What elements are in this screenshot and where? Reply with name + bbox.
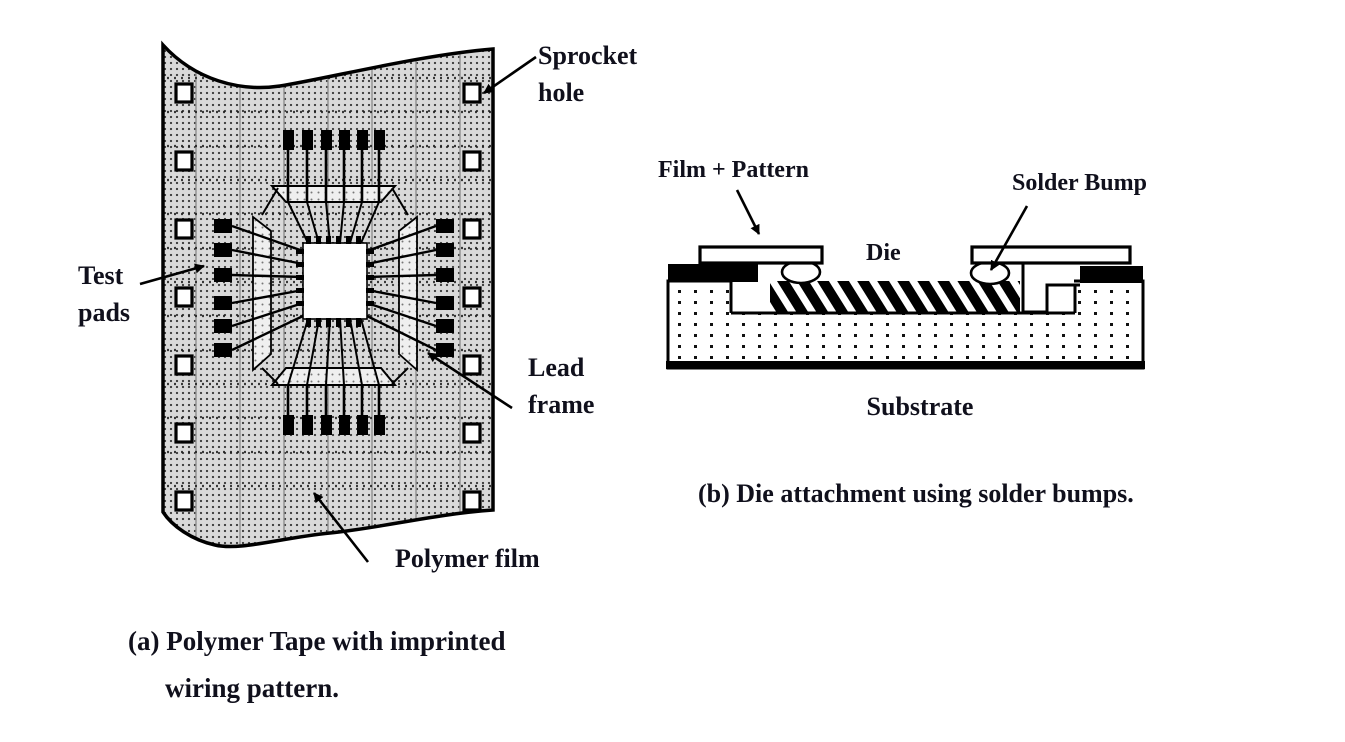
die-chip: [770, 281, 1020, 313]
die-attachment-section: [666, 189, 1145, 370]
film-strip-left: [698, 245, 824, 265]
solder-bump-right: [969, 260, 1011, 286]
sprocket-holes: [174, 82, 482, 512]
label-film-pattern: Film + Pattern: [658, 157, 809, 183]
label-die: Die: [866, 240, 901, 266]
test-pads-right: [366, 219, 454, 357]
bond-pad-left: [668, 264, 730, 281]
caption-figure-a-line2: wiring pattern.: [165, 673, 339, 703]
arrow-film-pattern: [735, 189, 761, 235]
lead-frame-bottom: [261, 318, 409, 435]
caption-figure-a-line1: (a) Polymer Tape with imprinted: [128, 626, 506, 656]
label-polymer-film: Polymer film: [395, 544, 540, 573]
test-pads-left: [214, 219, 304, 357]
arrow-polymer-film: [312, 492, 370, 563]
arrow-test-pads: [139, 263, 205, 286]
arrow-lead-frame: [427, 351, 513, 410]
bond-pad-right: [1080, 266, 1143, 283]
arrow-solder-bump: [989, 205, 1029, 271]
die-window: [296, 236, 374, 327]
label-solder-bump: Solder Bump: [1012, 170, 1147, 196]
film-strip-right: [970, 245, 1132, 265]
lead-left: [727, 262, 758, 282]
label-test-pads: Test pads: [78, 261, 131, 327]
substrate-bottom-edge: [666, 361, 1145, 369]
tape-outline: [161, 40, 495, 549]
lead-frame-top: [261, 130, 409, 244]
caption-figure-b: (b) Die attachment using solder bumps.: [698, 479, 1134, 508]
label-lead-frame: Lead frame: [528, 353, 595, 419]
polymer-tape: [139, 40, 537, 563]
label-substrate: Substrate: [866, 392, 974, 421]
sprocket-hole-target: [462, 82, 482, 104]
label-sprocket-hole: Sprocket hole: [538, 41, 638, 107]
arrow-sprocket-hole: [483, 55, 537, 95]
